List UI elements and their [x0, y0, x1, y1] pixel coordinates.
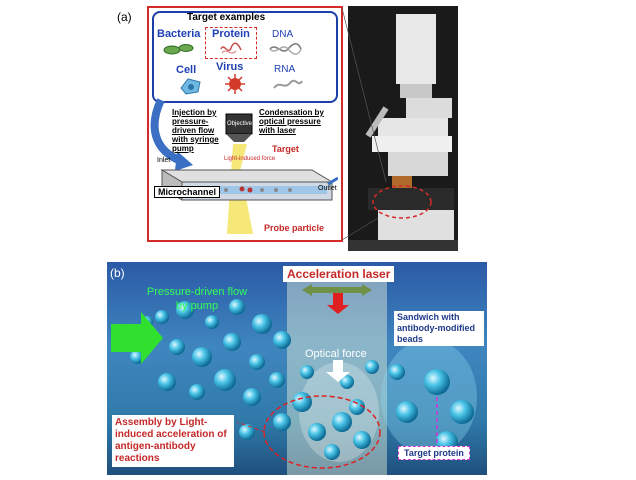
- dna-icon: [269, 43, 302, 55]
- highlight-ellipse: [372, 185, 432, 219]
- target-label: Target: [272, 144, 299, 154]
- target-protein-label: Target protein: [398, 446, 470, 460]
- cell-icon: [180, 78, 201, 95]
- microscope-photo: [348, 6, 458, 251]
- probe-label: Probe particle: [264, 223, 325, 233]
- outlet-label: Outlet: [318, 185, 337, 192]
- panel-b-illustration: [111, 280, 477, 475]
- bacteria-icon: [163, 44, 194, 55]
- panel-a-label: (a): [117, 10, 132, 24]
- optical-force-label: Optical force: [305, 348, 367, 360]
- virus-icon: [225, 74, 245, 94]
- protein-label: Protein: [212, 28, 250, 40]
- assembly-label: Assembly by Light-induced acceleration o…: [112, 415, 234, 467]
- objective-label: Objective: [227, 121, 253, 127]
- condensation-text: Condensation by optical pressure with la…: [259, 108, 324, 135]
- protein-icon: [220, 42, 242, 54]
- rna-icon: [273, 79, 303, 89]
- objective-icon: [225, 113, 253, 142]
- rna-label: RNA: [274, 64, 296, 75]
- light-force-label: Light-induced force: [224, 156, 276, 162]
- inlet-label: Inlet: [157, 157, 171, 164]
- injection-arrow: [150, 98, 193, 171]
- acceleration-laser-label: Acceleration laser: [283, 266, 395, 282]
- virus-label: Virus: [216, 61, 244, 73]
- connector-lines: [341, 7, 387, 241]
- panel-b: [107, 262, 487, 475]
- target-examples-title: Target examples: [187, 12, 266, 23]
- panel-b-label: (b): [110, 266, 125, 280]
- protein-highlight: [205, 27, 257, 59]
- cell-label: Cell: [176, 64, 197, 76]
- microchannel-label: Microchannel: [154, 186, 221, 198]
- dna-label: DNA: [272, 29, 294, 40]
- bacteria-label: Bacteria: [157, 28, 201, 40]
- sandwich-label: Sandwich with antibody-modified beads: [394, 311, 484, 346]
- flow-label: Pressure-driven flow by pump: [146, 286, 248, 312]
- injection-text: Injection by pressure-driven flow with s…: [172, 108, 219, 153]
